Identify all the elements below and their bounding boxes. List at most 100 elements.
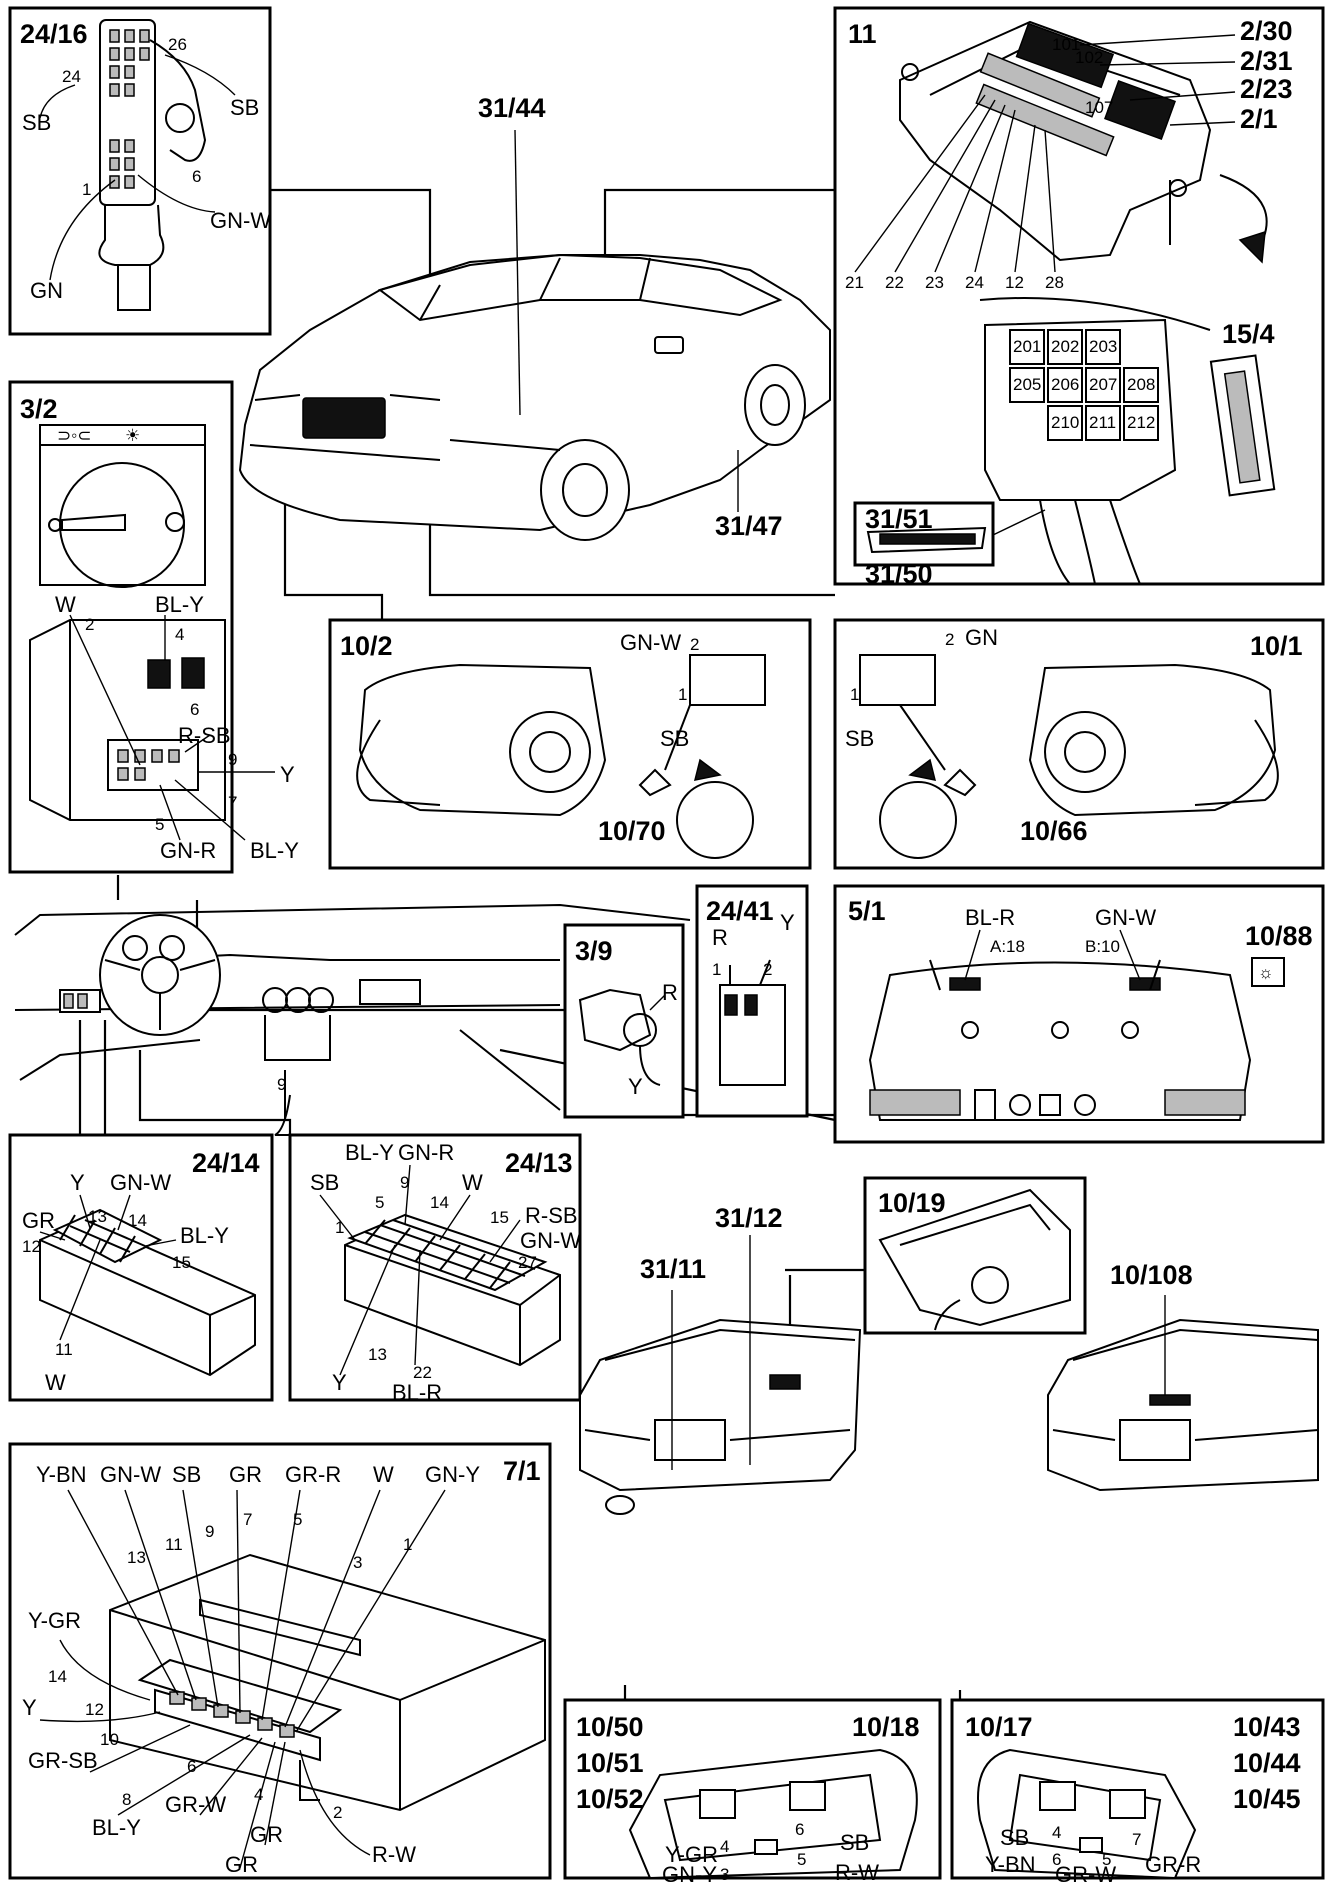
wire-label-r-w: R-W (835, 1860, 879, 1882)
relay-label-210: 210 (1051, 413, 1079, 432)
headlight-icon: ☀ (125, 426, 140, 445)
wire-label-y-bn: Y-BN (36, 1462, 87, 1487)
wire-label-sb: SB (845, 726, 874, 751)
terminal-label-a-18: A:18 (990, 937, 1025, 956)
taillight-right-illustration (977, 1748, 1197, 1880)
wire-label-bl-r: BL-R (965, 905, 1015, 930)
fuse-label-12: 12 (1005, 273, 1024, 292)
connector-31-51-31-50 (853, 501, 1046, 567)
connector-24-13-illustration (344, 1213, 561, 1367)
wire-label-sb: SB (840, 1830, 869, 1855)
pin-label-4: 4 (720, 1837, 729, 1856)
component-code-10-45: 10/45 (1233, 1784, 1301, 1814)
panel-code: 24/13 (505, 1148, 573, 1178)
wire-label-y: Y (22, 1695, 37, 1720)
wire-label-r-w: R-W (372, 1842, 416, 1867)
wire-label-y: Y (628, 1074, 643, 1099)
pin-label-5: 5 (155, 815, 164, 834)
panel-5-1: 5/1 10/88 ☼ BL-R A:18 GN-W B:10 (833, 884, 1325, 1144)
wire-label-bl-y: BL-Y (180, 1223, 229, 1248)
pin-label-4: 4 (175, 625, 184, 644)
component-code-31-50: 31/50 (865, 559, 933, 589)
relay-label-201: 201 (1013, 337, 1041, 356)
relay-label-107: 107 (1085, 98, 1113, 117)
pin-label-2: 2 (690, 635, 699, 654)
wire-label-y-bn: Y-BN (985, 1852, 1036, 1877)
wire-label-bl-y: BL-Y (345, 1140, 394, 1165)
wire-label-bl-r: BL-R (392, 1380, 442, 1405)
pin-label-3: 3 (353, 1553, 362, 1572)
panel-code: 5/1 (848, 896, 886, 926)
high-brake-light-illustration (878, 1188, 1071, 1331)
panel-code: 11 (848, 19, 877, 49)
pin-label-4: 4 (254, 1785, 263, 1804)
wire-label-r-sb: R-SB (525, 1203, 578, 1228)
component-code-10-70: 10/70 (598, 816, 666, 846)
pin-label-6: 6 (192, 167, 201, 186)
panel-10-1: 10/1 10/66 2 GN 1 SB (833, 618, 1325, 870)
panel-code: 10/1 (1250, 631, 1303, 661)
panel-24-41: 24/41 R Y 1 2 (695, 884, 809, 1118)
pin-label-12: 12 (22, 1237, 41, 1256)
pin-label-5: 5 (1102, 1850, 1111, 1869)
gear-selector-glyph: 9 (277, 1075, 286, 1094)
wire-label-y: Y (332, 1370, 347, 1395)
wire-label-gr-sb: GR-SB (28, 1748, 98, 1773)
component-code-10-88: 10/88 (1245, 921, 1313, 951)
wire-label-gn-w: GN-W (210, 208, 271, 233)
wire-label-gn: GN (30, 278, 63, 303)
headlight-left-illustration (356, 654, 766, 859)
wire-label-r-sb: R-SB (178, 723, 231, 748)
panel-10-2: 10/2 10/70 GN-W 2 1 SB (328, 618, 812, 870)
pin-label-13: 13 (368, 1345, 387, 1364)
component-code-10-66: 10/66 (1020, 816, 1088, 846)
wire-label-y: Y (780, 910, 795, 935)
relay-label-211: 211 (1089, 413, 1116, 432)
pin-label-2: 2 (945, 630, 954, 649)
wire-label-gn-y: GN-Y (425, 1462, 480, 1487)
pin-label-1: 1 (403, 1535, 412, 1554)
panel-code: 24/41 (706, 896, 774, 926)
relay-label-207: 207 (1089, 375, 1117, 394)
pin-label-24: 24 (62, 67, 81, 86)
relay-label-205: 205 (1013, 375, 1041, 394)
pin-label-7: 7 (1132, 1830, 1141, 1849)
pin-label-2: 2 (333, 1803, 342, 1822)
wire-label-y: Y (70, 1170, 85, 1195)
pin-label-13: 13 (88, 1207, 107, 1226)
panel-7-1: 7/1 Y-BN GN-W SB GR GR-R W GN-Y 13 11 9 … (8, 1442, 552, 1880)
pin-label-1: 1 (712, 960, 721, 979)
component-code-2-23: 2/23 (1240, 74, 1293, 104)
pin-label-13: 13 (127, 1548, 146, 1567)
wire-label-gr: GR (229, 1462, 262, 1487)
pin-label-4: 4 (1052, 1823, 1061, 1842)
pin-label-12: 12 (85, 1700, 104, 1719)
wire-label-r: R (662, 980, 678, 1005)
fuse-label-28: 28 (1045, 273, 1064, 292)
relay-box-15-4: 201 202 203 205 206 207 208 210 211 212 (979, 297, 1276, 585)
wire-label-gn-w: GN-W (620, 630, 681, 655)
component-code-10-52: 10/52 (576, 1784, 644, 1814)
dashboard-illustration: 9 (14, 903, 691, 1136)
instrument-cluster-illustration (868, 959, 1252, 1121)
panel-code: 3/2 (20, 394, 58, 424)
relay-label-208: 208 (1127, 375, 1155, 394)
warning-lamp-icon: ☼ (1258, 963, 1274, 982)
pin-label-7: 7 (243, 1510, 252, 1529)
pin-label-2: 2 (763, 960, 772, 979)
pin-label-10: 10 (100, 1730, 119, 1749)
panel-24-14: 24/14 Y GN-W GR 13 14 12 BL-Y 15 11 W (8, 1133, 274, 1402)
relay-label-203: 203 (1089, 337, 1117, 356)
wire-label-gn-w: GN-W (110, 1170, 171, 1195)
light-switch-connector-illustration (29, 619, 226, 821)
wire-label-sb: SB (22, 110, 51, 135)
component-code-10-51: 10/51 (576, 1748, 644, 1778)
component-code-10-50: 10/50 (576, 1712, 644, 1742)
panel-code: 10/2 (340, 631, 393, 661)
wire-label-gn: GN (965, 625, 998, 650)
pin-label-11: 11 (165, 1535, 183, 1554)
component-code-10-43: 10/43 (1233, 1712, 1301, 1742)
pin-label-26: 26 (168, 35, 187, 54)
panel-3-2: 3/2 ⊃◦⊂ ☀ W BL-Y 2 4 6 R-S (8, 380, 299, 874)
